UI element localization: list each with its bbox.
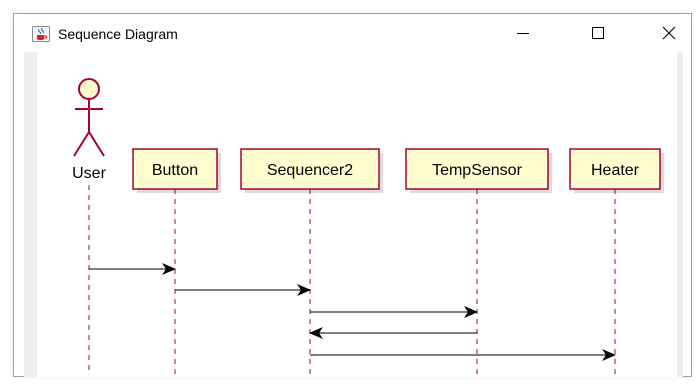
- window-title: Sequence Diagram: [58, 26, 178, 42]
- minimize-button[interactable]: [500, 14, 546, 52]
- participant-box-sequencer2[interactable]: [240, 148, 380, 190]
- title-bar[interactable]: Sequence Diagram: [14, 14, 691, 52]
- participant-label-heater: Heater: [591, 162, 640, 179]
- close-icon: [662, 26, 676, 40]
- application-window: Sequence Diagram User Button Sequencer2 Tem…: [13, 13, 692, 377]
- maximize-button[interactable]: [575, 14, 621, 52]
- sequence-diagram: User Button Sequencer2 TempSensor Heater: [72, 78, 664, 374]
- close-button[interactable]: [646, 14, 692, 52]
- diagram-canvas: User Button Sequencer2 TempSensor Heater: [37, 52, 677, 377]
- actor-legs: [73, 130, 105, 157]
- participant-box-button[interactable]: [132, 148, 218, 190]
- participant-box-tempsensor[interactable]: [405, 148, 549, 190]
- actor-label-user: User: [72, 165, 106, 182]
- minimize-icon: [517, 33, 529, 34]
- actor-head: [78, 78, 100, 100]
- participant-label-sequencer2: Sequencer2: [267, 162, 353, 179]
- participant-label-tempsensor: TempSensor: [432, 162, 522, 179]
- participant-label-button: Button: [152, 162, 198, 179]
- client-area: User Button Sequencer2 TempSensor Heater: [24, 52, 683, 377]
- java-cup-icon: [32, 26, 50, 42]
- maximize-icon: [592, 27, 604, 39]
